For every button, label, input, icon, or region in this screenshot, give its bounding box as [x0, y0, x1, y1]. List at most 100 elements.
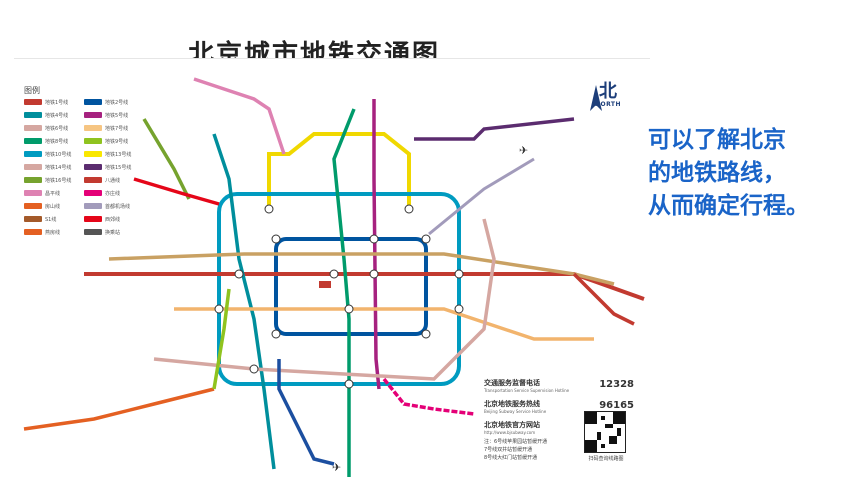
legend-item: 昌平线: [24, 189, 84, 197]
line-9: [212, 288, 231, 390]
legend-label: 地铁14号线: [45, 164, 72, 171]
legend-item: 首都机场线: [84, 202, 144, 210]
legend-item: 房山线: [24, 202, 84, 210]
legend-item: 亦庄线: [84, 189, 144, 197]
north-cn: 北: [599, 81, 617, 102]
map-legend: 图例 地铁1号线地铁2号线地铁4号线地铁5号线地铁6号线地铁7号线地铁8号线地铁…: [24, 85, 144, 236]
line-batong: [572, 272, 635, 326]
line-daxing: [277, 359, 335, 466]
legend-swatch: [24, 216, 42, 222]
qr-code-icon[interactable]: [584, 411, 626, 453]
legend-label: 地铁7号线: [105, 125, 129, 132]
legend-swatch: [84, 112, 102, 118]
legend-swatch: [24, 138, 42, 144]
service-number: 96165: [599, 400, 634, 411]
legend-swatch: [24, 177, 42, 183]
subway-map[interactable]: ✈ ✈ 图例 地铁1号线地铁2号线地铁4号线地铁5号线地铁6号线地铁7号线地铁8…: [14, 58, 650, 477]
line-2: [274, 237, 428, 336]
website-sub[interactable]: http://www.bjsubway.com: [484, 430, 536, 435]
line-yizhuang: [382, 377, 475, 416]
service-row: 北京地铁服务热线 Beijing Subway Service Hotline …: [484, 400, 634, 415]
legend-swatch: [24, 112, 42, 118]
service-sub: Beijing Subway Service Hotline: [484, 409, 547, 414]
line-1: [84, 272, 645, 301]
line-13: [267, 132, 411, 209]
legend-swatch: [24, 164, 42, 170]
legend-swatch: [84, 125, 102, 131]
interchange-stations: [214, 204, 464, 389]
legend-label: 西郊线: [105, 216, 121, 223]
legend-item: 地铁9号线: [84, 137, 144, 145]
legend-swatch: [24, 125, 42, 131]
legend-label: 地铁1号线: [45, 99, 69, 106]
hotline-sub: Transportation Service Supervision Hotli…: [484, 388, 570, 393]
hotline-row: 交通服务监督电话 Transportation Service Supervis…: [484, 379, 634, 394]
side-note-line-3: 从而确定行程。: [648, 193, 809, 219]
legend-item: 地铁10号线: [24, 150, 84, 158]
legend-swatch: [84, 151, 102, 157]
notes: 注：6号线苹果园站暂缓开通 7号线双井站暂缓开通 8号线大红门站暂缓开通: [484, 438, 634, 462]
side-note: 可以了解北京 的地铁路线， 从而确定行程。: [648, 124, 853, 223]
website-label: 北京地铁官方网站: [484, 421, 540, 429]
line-15: [414, 117, 575, 141]
legend-label: 地铁13号线: [105, 151, 132, 158]
compass-arrow-icon: [590, 85, 602, 111]
legend-item: 地铁8号线: [24, 137, 84, 145]
legend-swatch: [84, 190, 102, 196]
legend-swatch: [84, 229, 102, 235]
legend-swatch: [24, 190, 42, 196]
line-14: [153, 218, 496, 381]
legend-swatch: [84, 99, 102, 105]
legend-label: 地铁6号线: [45, 125, 69, 132]
legend-label: 地铁5号线: [105, 112, 129, 119]
side-note-line-1: 可以了解北京: [648, 127, 786, 153]
subway-map-lines: ✈ ✈: [23, 77, 645, 477]
line-5: [372, 99, 381, 390]
legend-label: 燕房线: [45, 229, 61, 236]
legend-label: 地铁15号线: [105, 164, 132, 171]
legend-label: 首都机场线: [105, 203, 131, 210]
qr-pattern: [585, 412, 625, 452]
service-label: 北京地铁服务热线: [484, 400, 540, 408]
line-4: [212, 133, 276, 470]
legend-label: 换乘站: [105, 229, 121, 236]
legend-item: 地铁16号线: [24, 176, 84, 184]
north-indicator: 北 NORTH: [588, 81, 628, 111]
legend-swatch: [84, 203, 102, 209]
legend-item: 地铁5号线: [84, 111, 144, 119]
legend-swatch: [84, 216, 102, 222]
legend-swatch: [24, 99, 42, 105]
note-2: 7号线双井站暂缓开通: [484, 447, 533, 453]
line-airport: [428, 157, 535, 236]
legend-item: S1线: [24, 215, 84, 223]
legend-item: 地铁4号线: [24, 111, 84, 119]
airport-icon: ✈: [519, 144, 528, 157]
legend-item: 八通线: [84, 176, 144, 184]
line-changping: [193, 77, 286, 155]
legend-item: 地铁13号线: [84, 150, 144, 158]
north-en: NORTH: [594, 101, 622, 108]
legend-label: 地铁9号线: [105, 138, 129, 145]
legend-swatch: [84, 138, 102, 144]
legend-item: 地铁15号线: [84, 163, 144, 171]
line-6: [108, 252, 615, 286]
legend-swatch: [84, 164, 102, 170]
legend-grid: 地铁1号线 地铁2号线地铁4号线 地铁5号线地铁6号线 地铁7号线地铁8号线 地铁9号线…: [24, 98, 144, 236]
legend-label: 地铁4号线: [45, 112, 69, 119]
website-block: 北京地铁官方网站 http://www.bjsubway.com: [484, 421, 634, 436]
legend-item: 地铁7号线: [84, 124, 144, 132]
legend-item: 地铁2号线: [84, 98, 144, 106]
legend-item: 地铁6号线: [24, 124, 84, 132]
legend-label: 地铁10号线: [45, 151, 72, 158]
line-fangshan: [23, 387, 215, 431]
legend-item: 换乘站: [84, 228, 144, 236]
side-note-line-2: 的地铁路线，: [648, 160, 786, 186]
qr-caption: 扫码查询线路图: [588, 456, 624, 462]
legend-label: 地铁16号线: [45, 177, 72, 184]
info-panel: 交通服务监督电话 Transportation Service Supervis…: [484, 379, 634, 462]
legend-label: 房山线: [45, 203, 61, 210]
legend-label: 地铁8号线: [45, 138, 69, 145]
line-7: [174, 307, 594, 341]
note-3: 8号线大红门站暂缓开通: [484, 455, 538, 461]
hotline-number: 12328: [599, 379, 634, 390]
